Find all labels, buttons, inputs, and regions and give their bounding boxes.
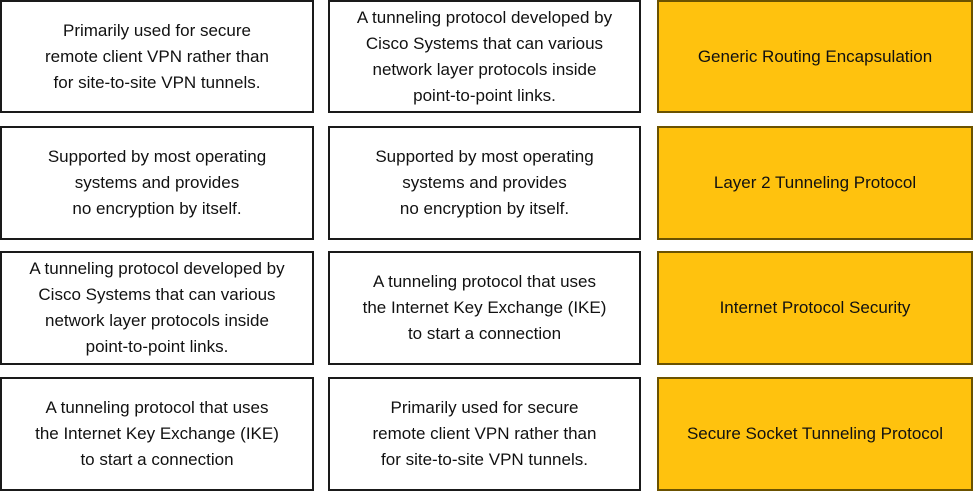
target-term-box: Layer 2 Tunneling Protocol — [657, 126, 973, 240]
source-option-box[interactable]: A tunneling protocol developed by Cisco … — [0, 251, 314, 365]
answer-option-text: Supported by most operating systems and … — [375, 147, 594, 218]
source-option-text: Primarily used for secure remote client … — [45, 20, 269, 92]
source-option-box[interactable]: Primarily used for secure remote client … — [0, 0, 314, 113]
target-term-label: Generic Routing Encapsulation — [697, 46, 933, 66]
target-term-box: Internet Protocol Security — [657, 251, 973, 365]
target-term-label: Layer 2 Tunneling Protocol — [713, 173, 917, 192]
target-term-label: Secure Socket Tunneling Protocol — [686, 424, 944, 443]
source-option-text: A tunneling protocol developed by Cisco … — [29, 259, 285, 356]
source-option-text: Supported by most operating systems and … — [47, 147, 267, 218]
answer-option-text: A tunneling protocol developed by Cisco … — [356, 7, 613, 105]
answer-drop-box[interactable]: A tunneling protocol developed by Cisco … — [328, 0, 641, 113]
answer-drop-box[interactable]: A tunneling protocol that uses the Inter… — [328, 251, 641, 365]
source-option-text: A tunneling protocol that uses the Inter… — [35, 398, 279, 469]
target-term-box: Generic Routing Encapsulation — [657, 0, 973, 113]
answer-drop-box[interactable]: Primarily used for secure remote client … — [328, 377, 641, 491]
answer-drop-box[interactable]: Supported by most operating systems and … — [328, 126, 641, 240]
answer-option-text: A tunneling protocol that uses the Inter… — [362, 272, 607, 343]
target-term-box: Secure Socket Tunneling Protocol — [657, 377, 973, 491]
answer-option-text: Primarily used for secure remote client … — [372, 398, 597, 469]
source-option-box[interactable]: Supported by most operating systems and … — [0, 126, 314, 240]
source-option-box[interactable]: A tunneling protocol that uses the Inter… — [0, 377, 314, 491]
target-term-label: Internet Protocol Security — [719, 298, 911, 317]
